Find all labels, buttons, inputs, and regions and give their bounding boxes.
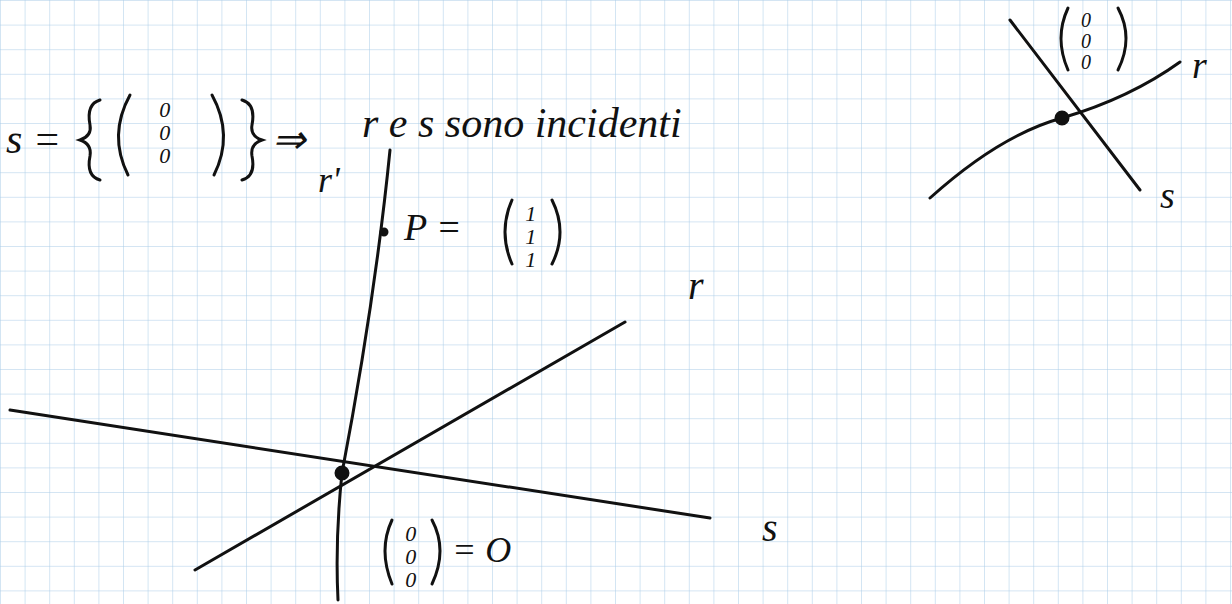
paren <box>118 95 130 175</box>
line-s <box>1010 20 1140 190</box>
line-name: r <box>688 266 704 306</box>
line-name: r <box>1192 46 1207 84</box>
line-r-prime <box>337 150 390 600</box>
origin-point <box>336 467 348 479</box>
paren <box>505 200 512 264</box>
point <box>1056 112 1068 124</box>
paren <box>1061 8 1068 70</box>
line-name: r' <box>318 162 340 198</box>
point-name: = O <box>452 532 511 568</box>
set-name: s = <box>6 118 61 160</box>
line-name: s <box>1160 176 1175 214</box>
note-text: r e s sono incidenti <box>362 102 682 144</box>
paren <box>552 200 560 264</box>
line-r <box>930 62 1180 198</box>
paren <box>385 520 392 584</box>
brace <box>80 100 100 180</box>
vector: 0 0 0 <box>402 522 420 591</box>
point-name: P = <box>404 208 462 246</box>
point-p <box>381 229 387 235</box>
brace <box>242 100 262 180</box>
paren <box>212 95 224 175</box>
paren <box>432 520 440 584</box>
implies-sign: ⇒ <box>272 120 306 160</box>
line-s <box>10 410 710 518</box>
line-name: s <box>762 508 778 548</box>
vector: 0 0 0 <box>156 98 174 167</box>
vector: 0 0 0 <box>1078 10 1094 73</box>
paren <box>1118 8 1126 70</box>
vector: 1 1 1 <box>522 202 540 271</box>
